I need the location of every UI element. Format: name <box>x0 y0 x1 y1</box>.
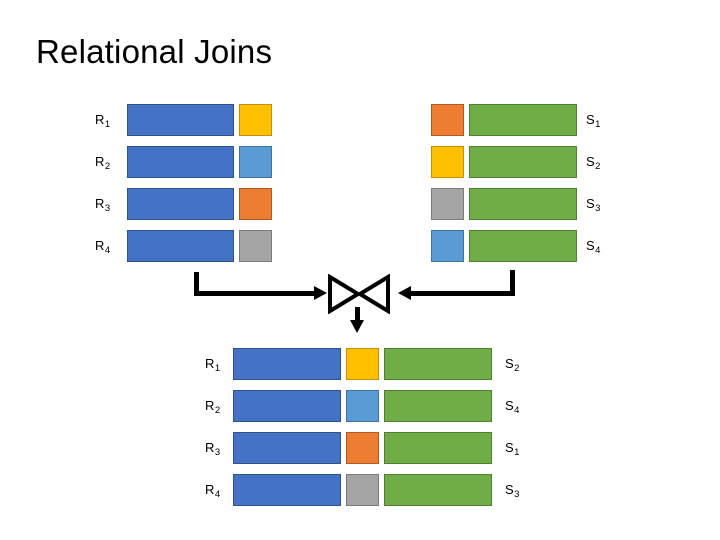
result-key-swatch-1 <box>346 348 379 380</box>
left-tuple-bar-2 <box>127 146 234 178</box>
right-arrow-stem-vertical <box>510 270 515 296</box>
right-tuple-bar-1 <box>469 104 577 136</box>
left-tuple-bar-3 <box>127 188 234 220</box>
result-row-right-label-1: S2 <box>505 356 520 374</box>
right-row-label-2: S2 <box>586 154 601 172</box>
left-row-label-3: R3 <box>95 196 111 214</box>
left-row-label-4: R4 <box>95 238 111 256</box>
right-tuple-bar-4 <box>469 230 577 262</box>
right-tuple-bar-2 <box>469 146 577 178</box>
result-row-left-label-2: R2 <box>205 398 221 416</box>
left-key-swatch-4 <box>239 230 272 262</box>
result-tuple-bar-left-4 <box>233 474 341 506</box>
right-key-swatch-2 <box>431 146 464 178</box>
result-tuple-bar-left-3 <box>233 432 341 464</box>
right-row-label-4: S4 <box>586 238 601 256</box>
result-tuple-bar-right-3 <box>384 432 492 464</box>
result-tuple-bar-left-2 <box>233 390 341 422</box>
right-arrow-stem-horizontal <box>410 291 515 296</box>
left-key-swatch-3 <box>239 188 272 220</box>
result-row-left-label-4: R4 <box>205 482 221 500</box>
result-tuple-bar-left-1 <box>233 348 341 380</box>
result-tuple-bar-right-1 <box>384 348 492 380</box>
result-tuple-bar-right-4 <box>384 474 492 506</box>
result-key-swatch-2 <box>346 390 379 422</box>
left-tuple-bar-1 <box>127 104 234 136</box>
left-row-label-1: R1 <box>95 112 111 130</box>
result-tuple-bar-right-2 <box>384 390 492 422</box>
right-key-swatch-4 <box>431 230 464 262</box>
right-tuple-bar-3 <box>469 188 577 220</box>
right-key-swatch-1 <box>431 104 464 136</box>
left-arrow-stem-horizontal <box>194 291 316 296</box>
left-arrow-head-icon <box>314 286 327 300</box>
left-arrow-stem-vertical <box>194 272 199 296</box>
result-row-right-label-4: S3 <box>505 482 520 500</box>
result-row-left-label-3: R3 <box>205 440 221 458</box>
right-row-label-3: S3 <box>586 196 601 214</box>
left-key-swatch-1 <box>239 104 272 136</box>
right-key-swatch-3 <box>431 188 464 220</box>
result-row-left-label-1: R1 <box>205 356 221 374</box>
left-key-swatch-2 <box>239 146 272 178</box>
result-row-right-label-3: S1 <box>505 440 520 458</box>
page-title: Relational Joins <box>36 33 273 70</box>
result-arrow-head-icon <box>350 320 364 333</box>
right-row-label-1: S1 <box>586 112 601 130</box>
result-row-right-label-2: S4 <box>505 398 520 416</box>
join-bowtie-icon <box>327 273 391 319</box>
result-arrow-stem <box>355 307 360 323</box>
left-tuple-bar-4 <box>127 230 234 262</box>
result-key-swatch-4 <box>346 474 379 506</box>
left-row-label-2: R2 <box>95 154 111 172</box>
right-arrow-head-icon <box>398 286 411 300</box>
result-key-swatch-3 <box>346 432 379 464</box>
